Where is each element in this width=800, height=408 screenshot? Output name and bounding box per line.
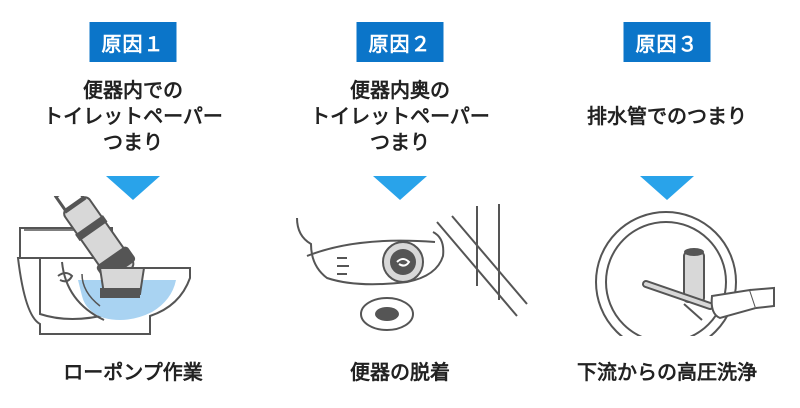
cause-badge-2: 原因２: [356, 22, 444, 62]
cause-text-3: 排水管でのつまり: [534, 74, 800, 158]
cause-text-1: 便器内での トイレットペーパー つまり: [0, 74, 266, 158]
cause-badge-3: 原因３: [623, 22, 711, 62]
cause-line: つまり: [103, 130, 163, 154]
high-pressure-washing-illustration: [595, 211, 775, 336]
down-arrow-icon: [640, 176, 694, 200]
down-arrow-icon: [373, 176, 427, 200]
cause-line: 便器内奥の: [350, 78, 450, 102]
cause-line: トイレットペーパー: [43, 104, 223, 128]
cause-badge-1: 原因１: [89, 22, 177, 62]
cause-column-2: 原因２ 便器内奥の トイレットペーパー つまり 便器の脱着: [267, 0, 533, 408]
remedy-text-2: 便器の脱着: [350, 360, 450, 384]
cause-line: トイレットペーパー: [310, 104, 490, 128]
down-arrow-icon: [106, 176, 160, 200]
remedy-text-1: ローポンプ作業: [63, 360, 203, 384]
toilet-detached-illustration: [296, 204, 528, 331]
cause-text-2: 便器内奥の トイレットペーパー つまり: [267, 74, 533, 158]
cause-column-1: 原因１ 便器内での トイレットペーパー つまり: [0, 0, 266, 408]
cause-line: 排水管でのつまり: [587, 104, 747, 128]
plunger-in-toilet-illustration: [16, 196, 191, 335]
remedy-text-3: 下流からの高圧洗浄: [577, 360, 757, 384]
cause-column-3: 原因３ 排水管でのつまり 下流からの高圧洗浄: [534, 0, 800, 408]
cause-line: 便器内での: [83, 78, 183, 102]
cause-line: つまり: [370, 130, 430, 154]
